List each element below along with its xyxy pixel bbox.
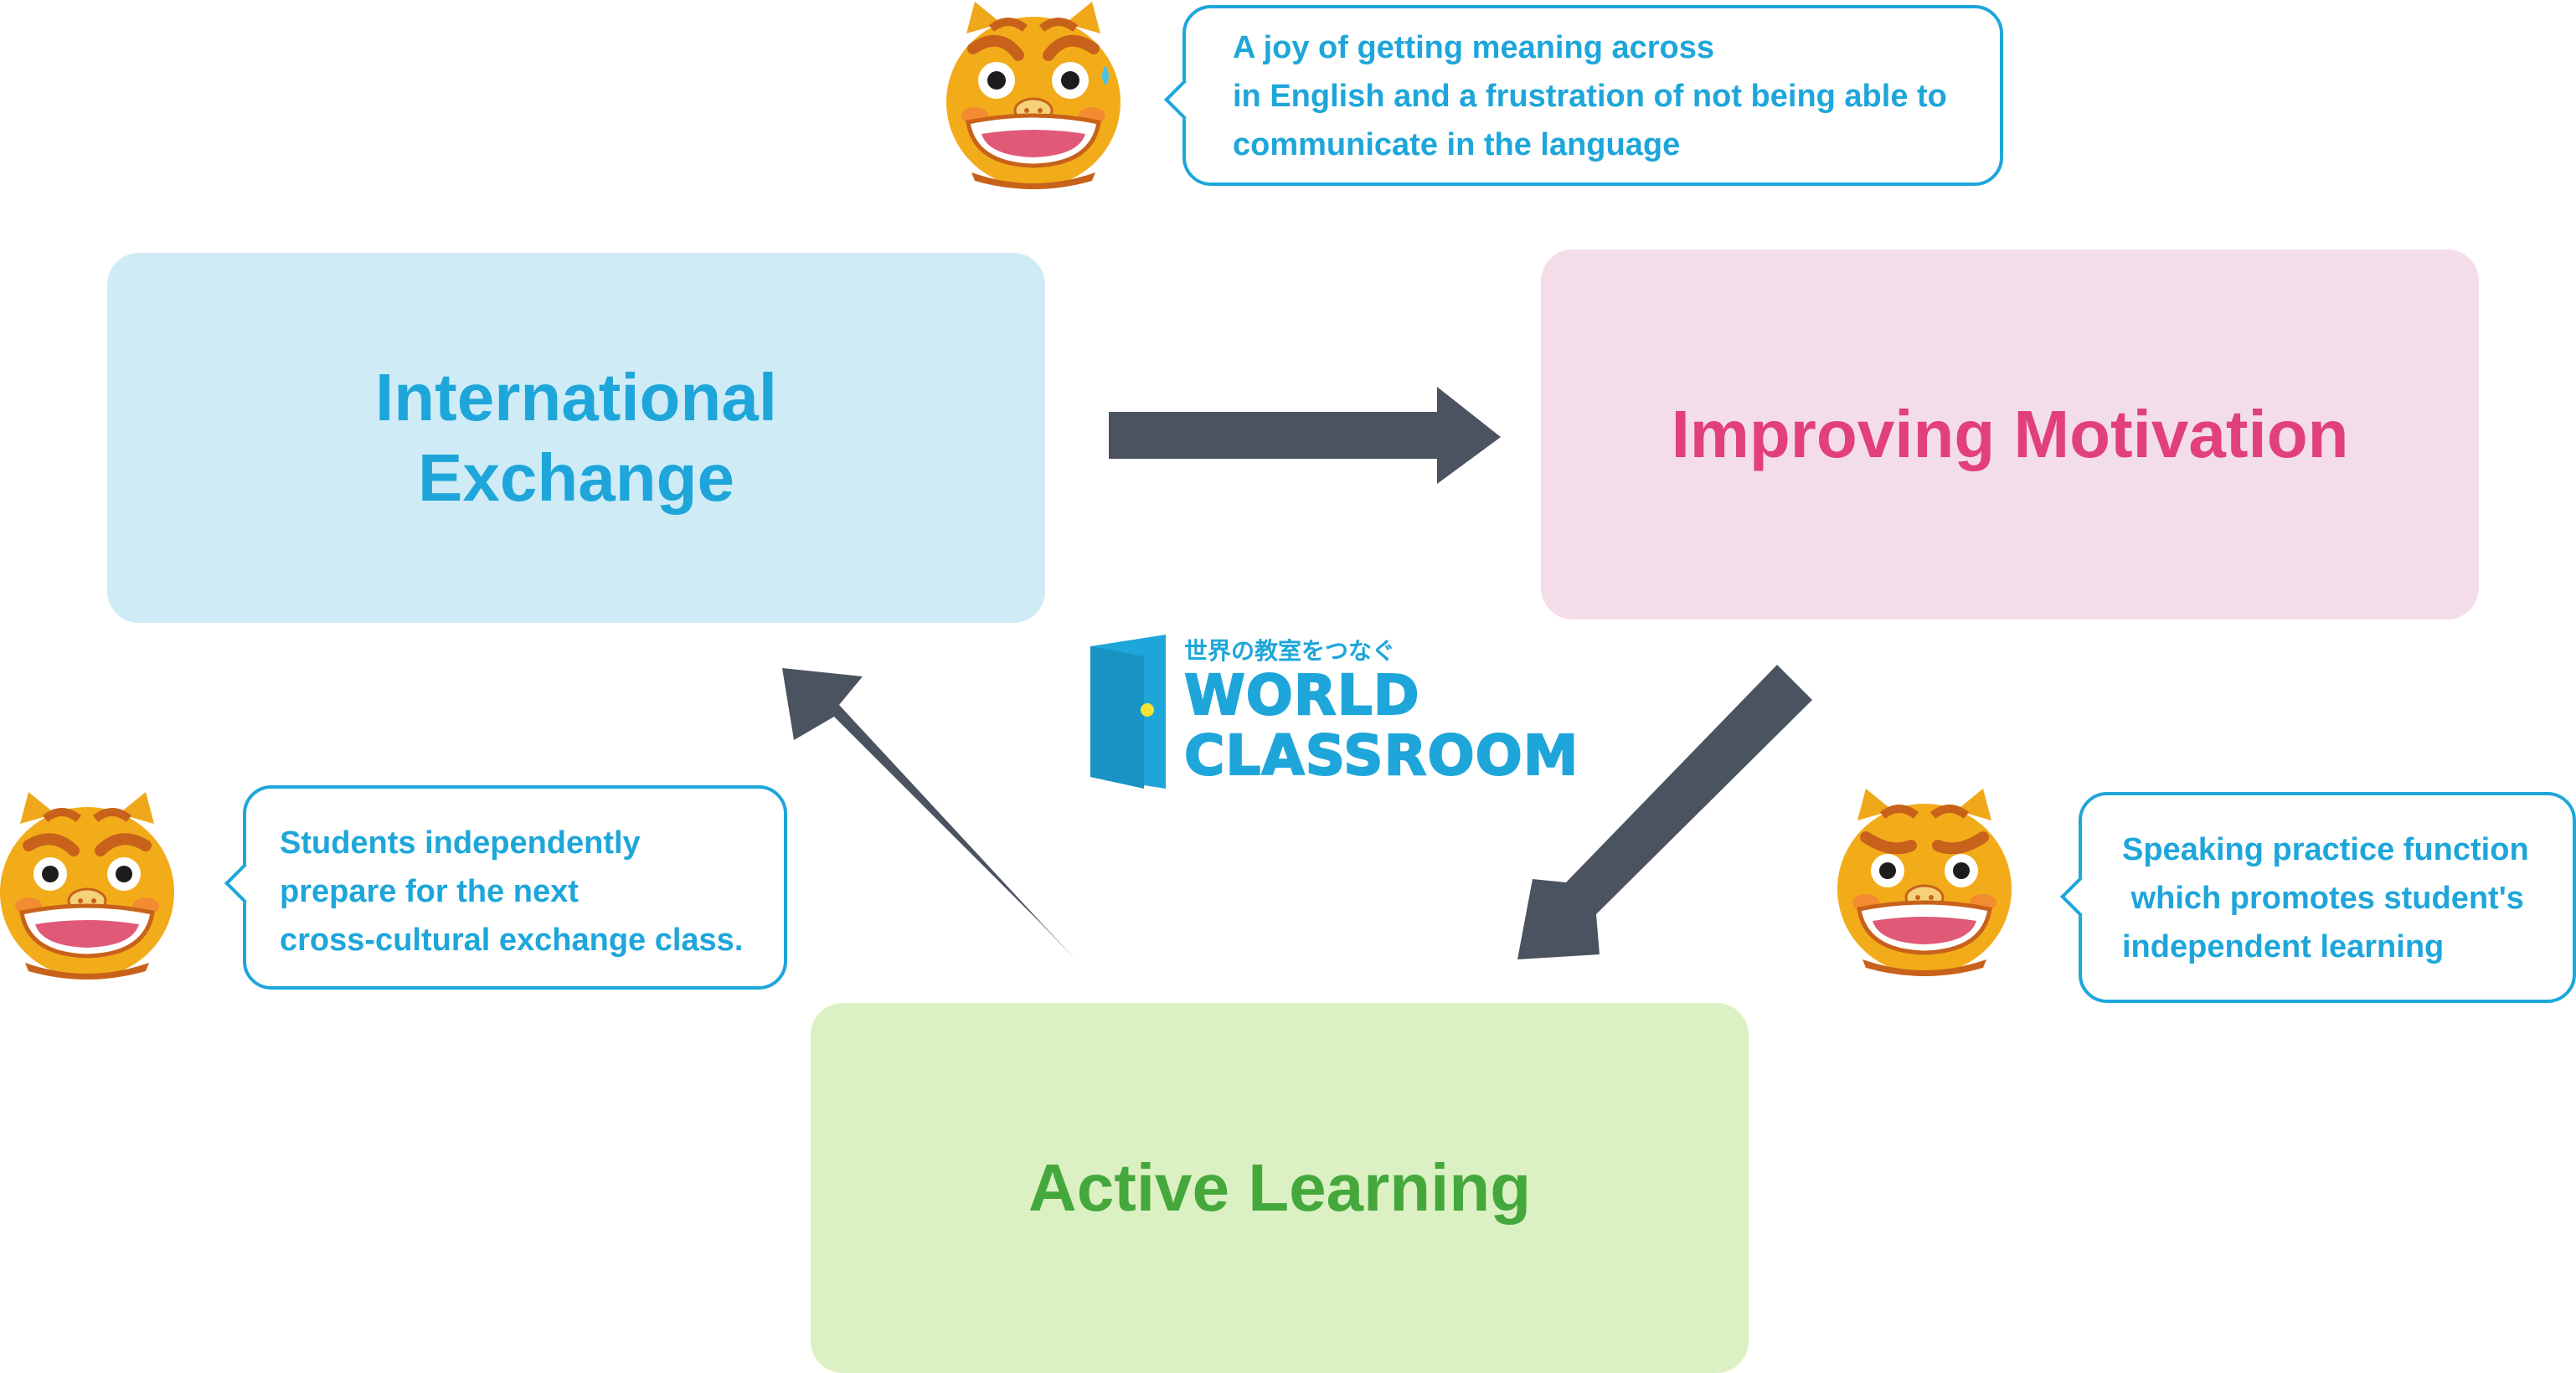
logo-word-world: WORLD [1183,662,1420,728]
bubble-top-line-1: A joy of getting meaning across [1233,30,1715,65]
active-learning-box: Active Learning [811,1003,1749,1373]
arrow-exchange-to-motivation [1109,387,1501,484]
improving-motivation-label: Improving Motivation [1671,397,2349,471]
speech-bubble-top: A joy of getting meaning across in Engli… [1163,5,2003,186]
international-exchange-line2: Exchange [418,440,734,515]
bubble-left-line-2: prepare for the next [280,874,579,909]
bubble-left-line-3: cross-cultural exchange class. [280,923,744,958]
arrow-motivation-to-active [1517,665,1812,959]
shisa-mascot-left-icon [0,792,174,980]
improving-motivation-box: Improving Motivation [1541,249,2479,620]
bubble-right-line-1: Speaking practice function [2122,832,2529,867]
door-icon [1090,635,1166,789]
bubble-top-line-2: in English and a frustration of not bein… [1233,79,1947,114]
shisa-mascot-right-icon [1837,789,2012,976]
bubble-right-line-2: which promotes student's [2122,881,2524,916]
shisa-mascot-worried-icon [946,2,1121,189]
arrow-active-to-exchange [782,668,1075,959]
world-classroom-logo: 世界の教室をつなぐ WORLD CLASSROOM [1085,633,1579,792]
bubble-right-line-3: independent learning [2122,929,2445,964]
logo-tagline: 世界の教室をつなぐ [1184,638,1396,664]
international-exchange-box: International Exchange [107,253,1045,623]
speech-bubble-left: Students independently prepare for the n… [224,785,787,990]
bubble-top-line-3: communicate in the language [1233,127,1681,162]
speech-bubble-right: Speaking practice function which promote… [2059,792,2576,1003]
bubble-left-line-1: Students independently [280,825,641,861]
speech-bubble-tail [1163,79,1205,121]
international-exchange-line1: International [374,360,778,435]
speech-bubble-tail [224,862,265,904]
active-learning-label: Active Learning [1028,1150,1532,1225]
logo-word-classroom: CLASSROOM [1183,722,1579,789]
speech-bubble-tail [2059,876,2101,918]
